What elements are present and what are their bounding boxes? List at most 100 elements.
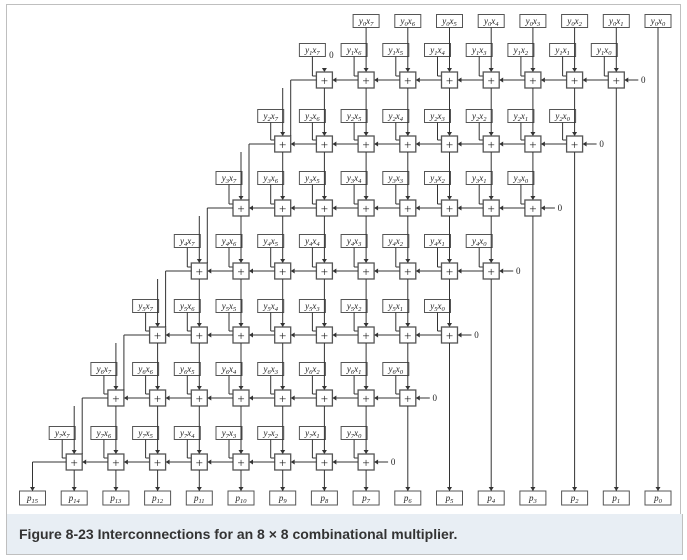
carry-arrow bbox=[582, 77, 587, 83]
adder-plus-symbol: + bbox=[362, 201, 369, 216]
partial-product-label-y6x4: y6x4 bbox=[221, 364, 237, 376]
carry-arrow bbox=[415, 141, 420, 147]
adder-plus-symbol: + bbox=[613, 73, 620, 88]
adder-plus-symbol: + bbox=[404, 73, 411, 88]
carry-arrow bbox=[207, 395, 212, 401]
partial-product-label-y1x5: y1x5 bbox=[388, 45, 404, 57]
carry-arrow bbox=[82, 459, 87, 465]
arrow-head bbox=[363, 68, 369, 72]
adder-plus-symbol: + bbox=[154, 391, 161, 406]
partial-product-label-y1x0: y1x0 bbox=[596, 45, 612, 57]
arrow-head bbox=[447, 196, 452, 200]
adder-plus-symbol: + bbox=[571, 137, 578, 152]
adder-plus-symbol: + bbox=[279, 328, 286, 343]
partial-product-label-y0x3: y0x3 bbox=[525, 16, 541, 28]
adder-plus-symbol: + bbox=[488, 73, 495, 88]
partial-product-label-y5x6: y5x6 bbox=[179, 301, 195, 313]
carry-arrow bbox=[499, 141, 504, 147]
output-label-p6: p6 bbox=[403, 493, 413, 505]
arrow-head bbox=[321, 196, 327, 200]
output-label-p12: p12 bbox=[151, 493, 164, 505]
partial-product-label-y2x6: y2x6 bbox=[304, 111, 320, 123]
carry-arrow bbox=[332, 459, 337, 465]
carry-arrow bbox=[374, 332, 379, 338]
partial-product-label-y5x4: y5x4 bbox=[262, 301, 278, 313]
carry-in-zero: 0 bbox=[558, 203, 563, 213]
arrow-head bbox=[613, 68, 619, 72]
output-label-p15: p15 bbox=[26, 493, 39, 505]
partial-product-label-y5x2: y5x2 bbox=[346, 301, 362, 313]
partial-product-label-y2x4: y2x4 bbox=[388, 111, 404, 123]
partial-product-label-y1x2: y1x2 bbox=[513, 45, 529, 57]
adder-plus-symbol: + bbox=[237, 455, 244, 470]
partial-product-label-y0x4: y0x4 bbox=[483, 16, 499, 28]
carry-arrow bbox=[332, 268, 337, 274]
arrow-head bbox=[363, 487, 369, 491]
arrow-head bbox=[321, 259, 327, 263]
arrow-head bbox=[113, 450, 119, 454]
carry-arrow bbox=[499, 205, 504, 211]
partial-product-label-y0x7: y0x7 bbox=[358, 16, 374, 28]
arrow-head bbox=[363, 132, 369, 136]
carry-arrow bbox=[457, 205, 462, 211]
arrow-head bbox=[488, 132, 494, 136]
arrow-head bbox=[280, 386, 286, 390]
arrow-head bbox=[447, 68, 452, 72]
arrow-head bbox=[405, 68, 411, 72]
adder-plus-symbol: + bbox=[279, 391, 286, 406]
arrow-head bbox=[280, 196, 286, 200]
arrow-head bbox=[155, 487, 161, 491]
output-label-p1: p1 bbox=[611, 493, 620, 505]
carry-arrow bbox=[457, 77, 462, 83]
arrow-head bbox=[155, 323, 161, 327]
arrow-head bbox=[238, 450, 244, 454]
arrow-head bbox=[363, 323, 369, 327]
arrow-head bbox=[405, 323, 411, 327]
arrow-head bbox=[530, 196, 536, 200]
arrow-head bbox=[196, 386, 202, 390]
arrow-head bbox=[405, 196, 411, 200]
arrow-head bbox=[238, 259, 244, 263]
carry-in-arrow bbox=[582, 141, 587, 147]
adder-plus-symbol: + bbox=[446, 73, 453, 88]
arrow-head bbox=[447, 259, 452, 263]
carry-arrow bbox=[374, 205, 379, 211]
partial-product-label-y6x1: y6x1 bbox=[346, 364, 362, 376]
adder-plus-symbol: + bbox=[237, 201, 244, 216]
output-label-p13: p13 bbox=[109, 493, 122, 505]
arrow-head bbox=[321, 487, 327, 491]
partial-product-label-y6x3: y6x3 bbox=[262, 364, 278, 376]
arrow-head bbox=[238, 196, 244, 200]
arrow-head bbox=[530, 487, 536, 491]
arrow-head bbox=[447, 132, 452, 136]
partial-product-label-y7x6: y7x6 bbox=[96, 428, 112, 440]
adder-plus-symbol: + bbox=[196, 391, 203, 406]
output-label-p0: p0 bbox=[653, 493, 663, 505]
adder-plus-symbol: + bbox=[196, 455, 203, 470]
carry-arrow bbox=[123, 395, 128, 401]
carry-arrow bbox=[332, 77, 337, 83]
adder-plus-symbol: + bbox=[571, 73, 578, 88]
adder-plus-symbol: + bbox=[321, 455, 328, 470]
carry-in-arrow bbox=[457, 332, 462, 338]
arrow-head bbox=[238, 386, 244, 390]
output-label-p9: p9 bbox=[278, 493, 288, 505]
adder-plus-symbol: + bbox=[362, 455, 369, 470]
adder-plus-symbol: + bbox=[488, 264, 495, 279]
output-label-p2: p2 bbox=[570, 493, 580, 505]
partial-product-label-y4x5: y4x5 bbox=[262, 236, 278, 248]
carry-arrow bbox=[165, 332, 170, 338]
carry-arrow bbox=[290, 141, 295, 147]
output-label-p5: p5 bbox=[445, 493, 455, 505]
arrow-head bbox=[655, 487, 661, 491]
carry-in-arrow bbox=[540, 205, 545, 211]
carry-arrow bbox=[540, 141, 545, 147]
carry-in-arrow bbox=[415, 395, 420, 401]
arrow-head bbox=[530, 132, 536, 136]
partial-product-label-y5x0: y5x0 bbox=[429, 301, 445, 313]
carry-arrow bbox=[290, 459, 295, 465]
partial-product-label-y0x5: y0x5 bbox=[441, 16, 457, 28]
arrow-head bbox=[196, 259, 202, 263]
adder-plus-symbol: + bbox=[362, 73, 369, 88]
output-label-p7: p7 bbox=[361, 493, 371, 505]
